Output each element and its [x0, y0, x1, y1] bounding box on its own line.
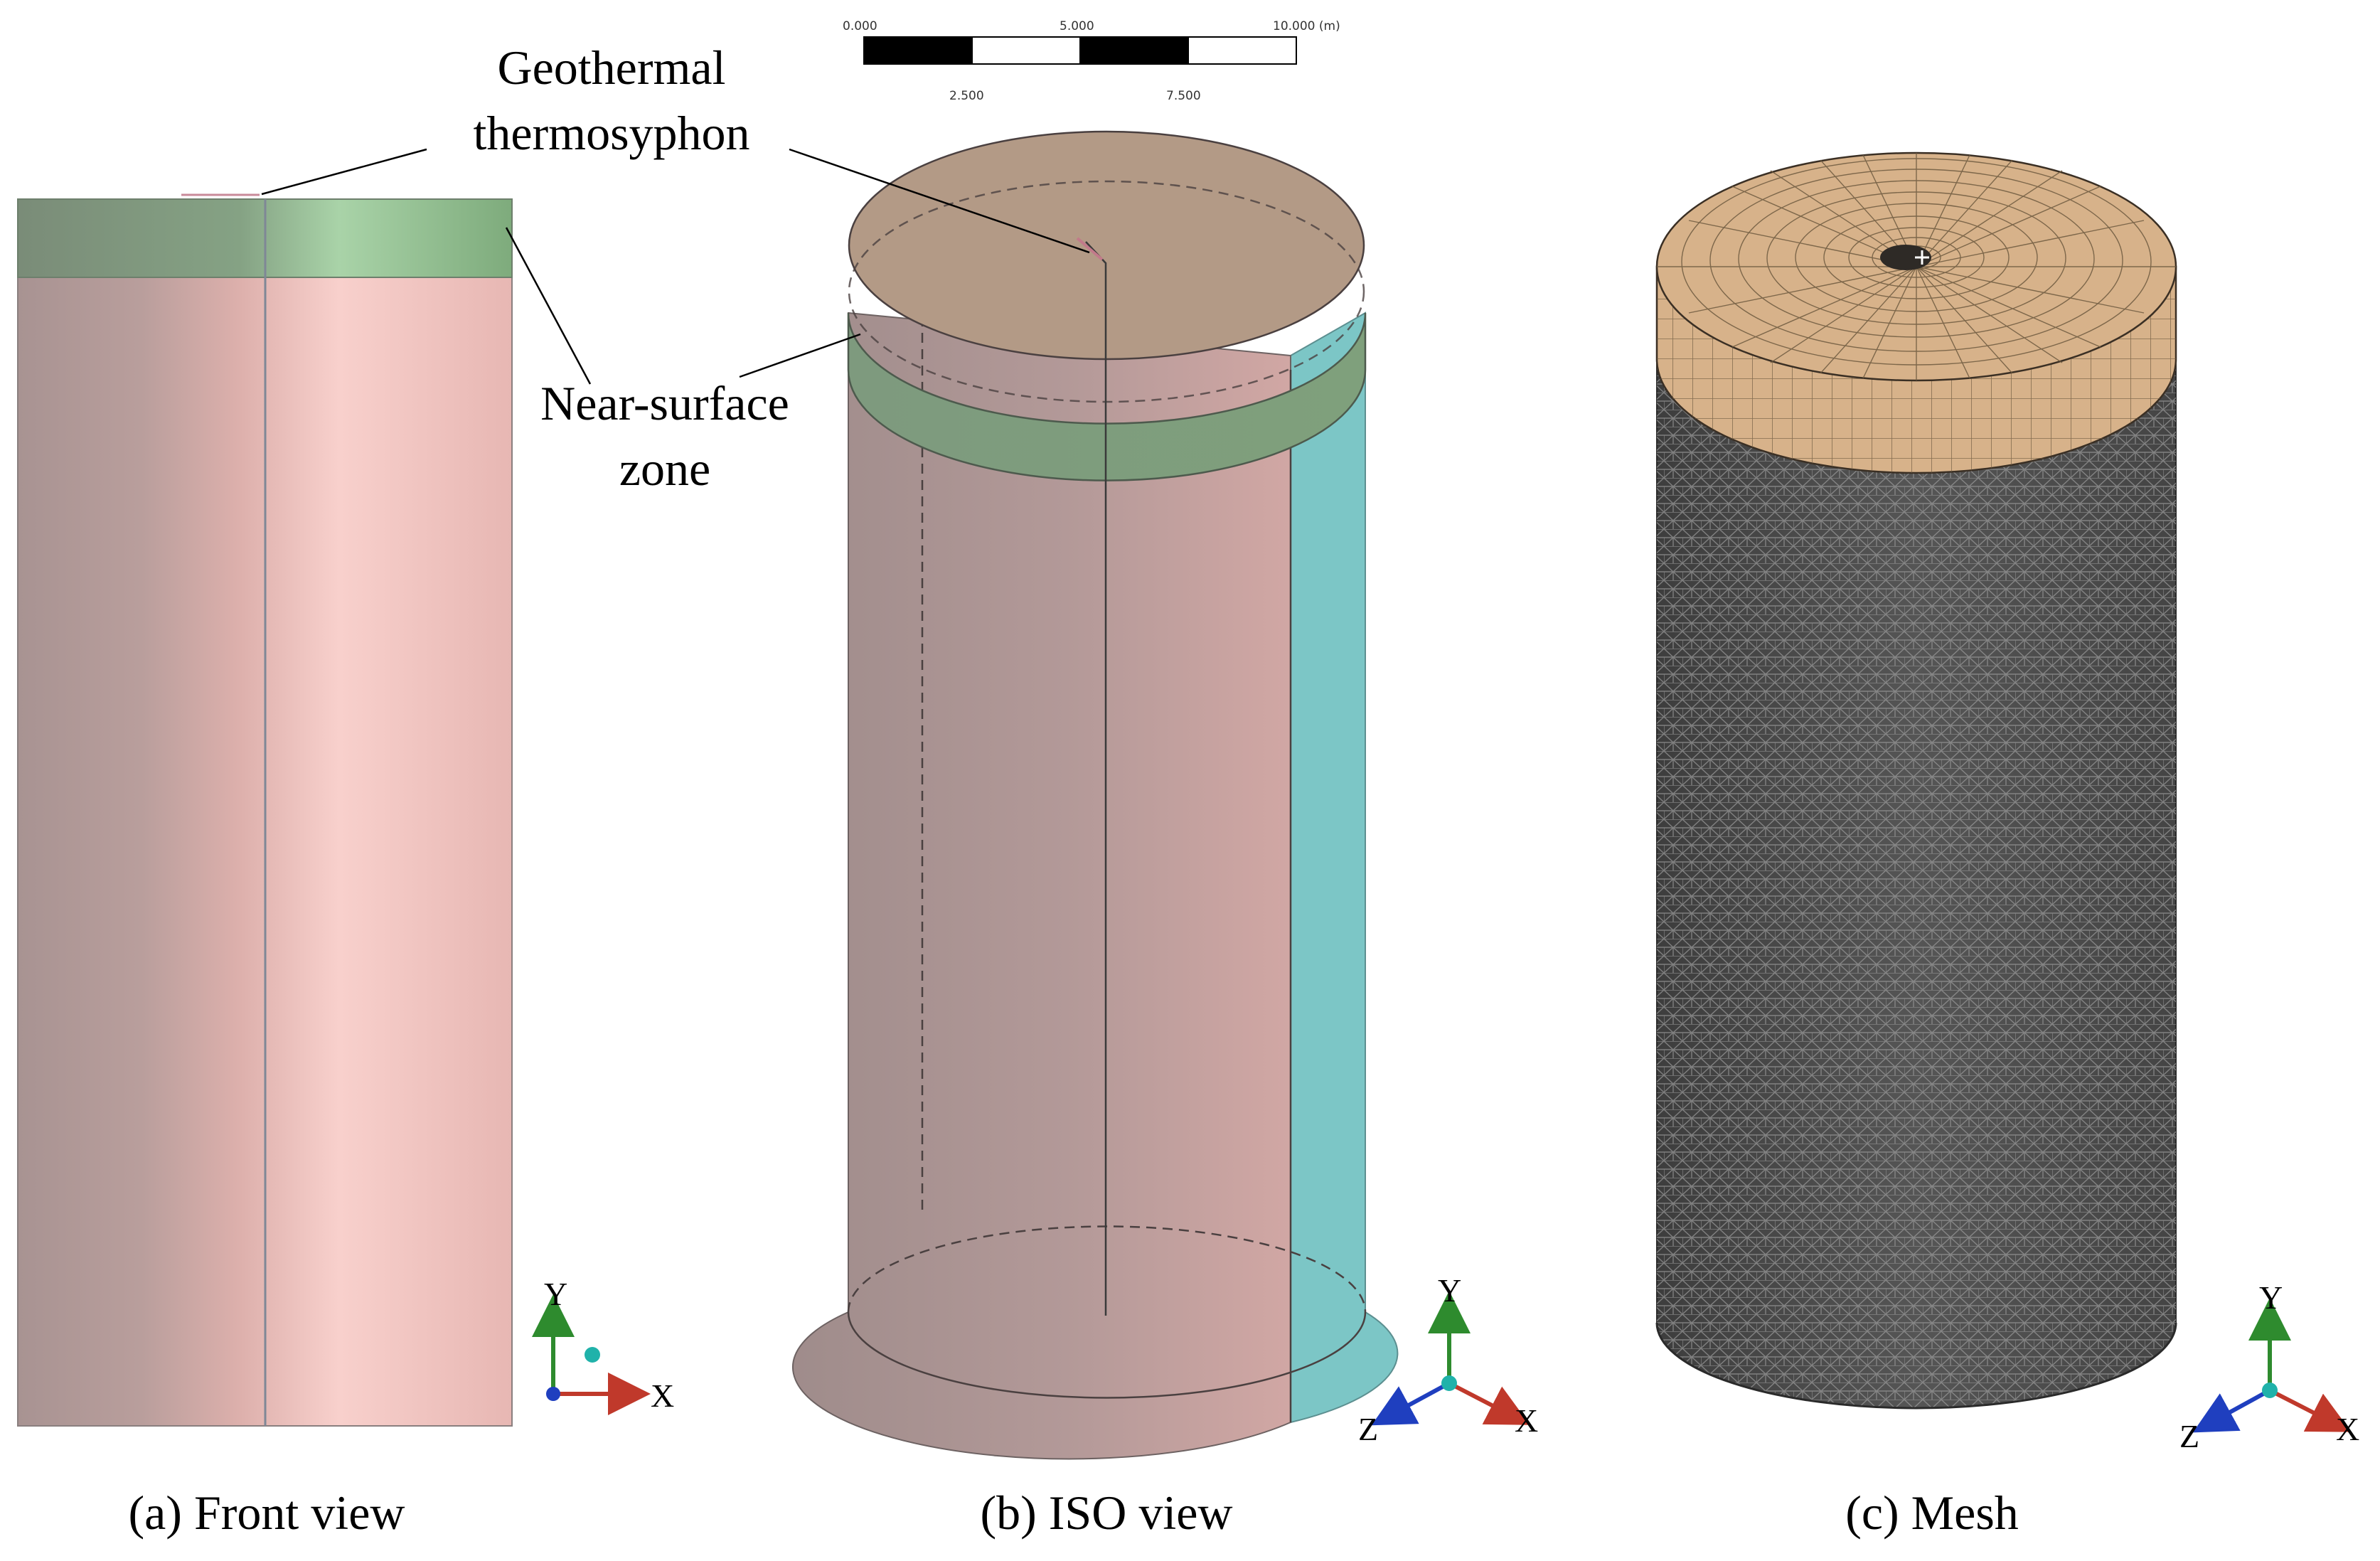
iso-view-panel — [791, 130, 1399, 1460]
iso-view-bottom-back-arc — [847, 1225, 1367, 1313]
leader-thermosyphon-front — [261, 148, 427, 196]
annotation-thermosyphon: thermosyphon — [473, 106, 749, 160]
annotation-zone: zone — [619, 442, 710, 496]
axis-a-x-label: X — [651, 1378, 674, 1414]
axis-b-y-label: Y — [1438, 1272, 1461, 1309]
axis-c-y-label: Y — [2259, 1279, 2283, 1316]
leader-thermosyphon-iso — [789, 148, 1090, 254]
scale-bar-segment-1 — [863, 36, 973, 65]
annotation-near-surface: Near-surface — [540, 376, 789, 430]
mesh-refined-center — [1880, 245, 1931, 270]
axis-b-origin — [1441, 1375, 1457, 1391]
axis-triad-b: Y X Z — [1358, 1272, 1538, 1447]
scale-label-0: 0.000 — [843, 19, 877, 33]
axis-b-z-label: Z — [1358, 1411, 1378, 1447]
axis-triad-c: Y X Z — [2179, 1279, 2359, 1454]
axis-triad-a: Y X — [532, 1276, 674, 1415]
scale-bar-segment-2 — [971, 36, 1081, 65]
leader-near-surface-front — [505, 227, 592, 385]
axis-c-origin — [2262, 1382, 2278, 1398]
iso-view-rock-body — [791, 311, 1291, 1460]
iso-view-bottom-front-arc — [847, 1311, 1367, 1399]
axis-c-z-label: Z — [2179, 1418, 2199, 1454]
axis-b-z-arrow — [1371, 1381, 1451, 1426]
mesh-panel — [1655, 151, 2177, 1410]
iso-view-near-surface-ring — [847, 312, 1367, 481]
caption-mesh: (c) Mesh — [1845, 1486, 2019, 1540]
annotations: Geothermal thermosyphon Near-surface zon… — [261, 41, 1090, 496]
scale-label-2-5: 2.500 — [949, 89, 984, 103]
axis-a-origin — [546, 1387, 560, 1401]
caption-iso-view: (b) ISO view — [980, 1486, 1232, 1540]
caption-front-view: (a) Front view — [128, 1486, 405, 1540]
mesh-bottom-outline — [1655, 1322, 2177, 1410]
iso-view-cyan-face — [1290, 311, 1399, 1424]
axis-a-z-dot — [585, 1347, 600, 1363]
mesh-center-marker — [1915, 250, 1929, 265]
axis-b-x-arrow — [1448, 1381, 1530, 1425]
scale-label-5: 5.000 — [1060, 19, 1094, 33]
scale-label-7-5: 7.500 — [1166, 89, 1201, 103]
scale-bar-segment-4 — [1188, 36, 1297, 65]
annotation-geothermal: Geothermal — [498, 41, 726, 95]
iso-view-thermosyphon-pipe — [1085, 241, 1107, 1316]
axis-c-x-label: X — [2336, 1411, 2359, 1447]
scale-bar-segment-3 — [1079, 36, 1189, 65]
leader-near-surface-iso — [739, 333, 861, 378]
axis-b-x-label: X — [1515, 1402, 1538, 1439]
axis-c-z-arrow — [2192, 1388, 2271, 1433]
axis-a-y-label: Y — [544, 1276, 567, 1312]
iso-view-thermosyphon-top — [1076, 237, 1104, 261]
front-view-panel — [17, 193, 513, 1427]
scale-label-10: 10.000 (m) — [1273, 19, 1340, 33]
scale-bar: 0.000 5.000 10.000 (m) 2.500 7.500 — [843, 19, 1340, 103]
axis-c-x-arrow — [2268, 1388, 2352, 1432]
